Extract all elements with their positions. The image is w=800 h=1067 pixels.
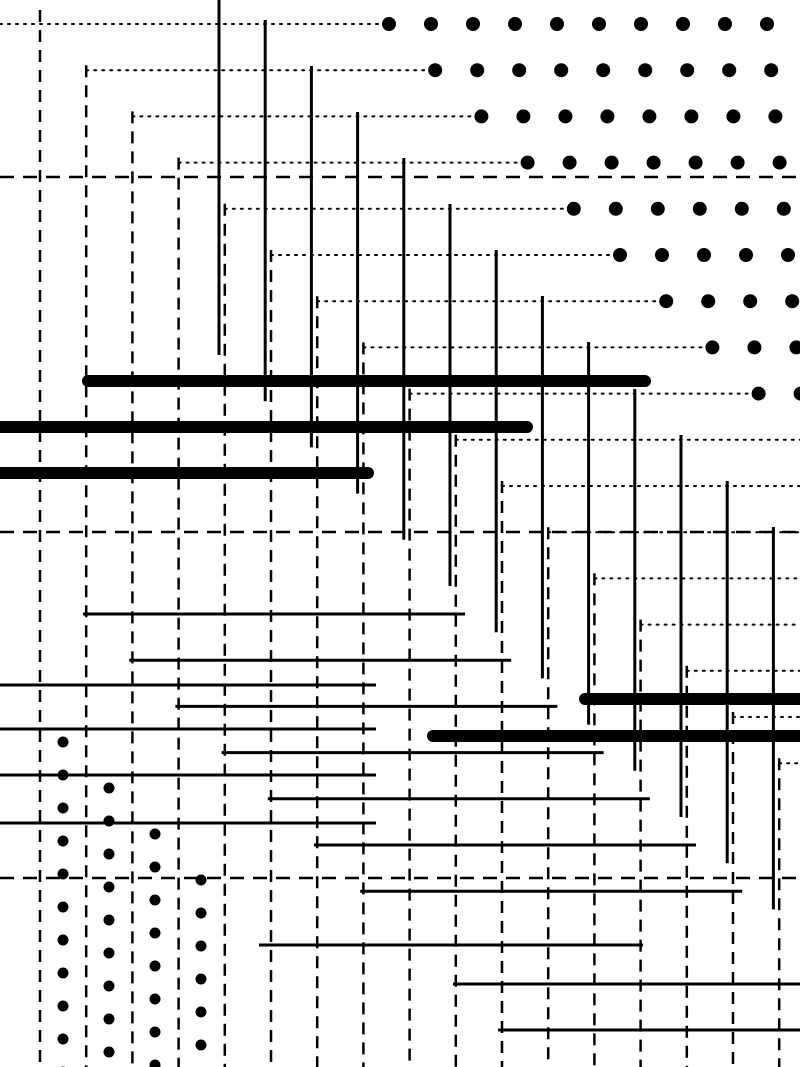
dot-row	[764, 63, 779, 78]
dot-row	[789, 340, 800, 355]
dot-row	[646, 155, 661, 170]
dot-row	[768, 109, 783, 124]
dot-column	[195, 973, 207, 985]
dot-row	[516, 109, 531, 124]
dot-row	[562, 155, 577, 170]
dot-row	[676, 17, 690, 31]
dot-row	[474, 109, 489, 124]
dot-row	[613, 248, 627, 262]
dot-row	[655, 248, 669, 262]
dot-column	[103, 782, 115, 794]
dot-row	[680, 63, 695, 78]
dot-column	[149, 828, 161, 840]
dot-row	[642, 109, 657, 124]
dot-row	[600, 109, 615, 124]
dot-row	[751, 386, 766, 401]
dot-column	[149, 861, 161, 873]
dot-row	[705, 340, 720, 355]
dot-row	[722, 63, 737, 78]
dot-column	[149, 1026, 161, 1038]
dot-row	[726, 109, 741, 124]
dot-row	[718, 17, 732, 31]
dot-column	[149, 1059, 161, 1067]
dot-row	[760, 17, 774, 31]
dot-column	[57, 802, 69, 814]
dot-row	[634, 17, 648, 31]
dot-column	[103, 914, 115, 926]
dot-column	[103, 947, 115, 959]
dot-row	[466, 17, 480, 31]
dot-row	[772, 155, 787, 170]
dot-row	[781, 248, 795, 262]
dot-column	[103, 815, 115, 827]
dot-column	[195, 1039, 207, 1051]
dot-row	[743, 294, 758, 309]
dot-column	[149, 894, 161, 906]
dot-row	[638, 63, 653, 78]
dot-row	[688, 155, 703, 170]
dot-row	[776, 201, 791, 216]
dot-row	[730, 155, 745, 170]
dot-column	[149, 993, 161, 1005]
dot-row	[382, 17, 396, 31]
dot-column	[149, 927, 161, 939]
dot-column	[103, 980, 115, 992]
dot-column	[103, 848, 115, 860]
dot-row	[734, 201, 749, 216]
dot-column	[149, 960, 161, 972]
dot-column	[103, 1013, 115, 1025]
dot-row	[684, 109, 699, 124]
dot-column	[57, 1000, 69, 1012]
dot-column	[195, 1006, 207, 1018]
dot-row	[785, 294, 800, 309]
dot-column	[57, 736, 69, 748]
dot-row	[747, 340, 762, 355]
dot-column	[195, 940, 207, 952]
dot-column	[57, 967, 69, 979]
dot-column	[103, 1046, 115, 1058]
dot-row	[701, 294, 716, 309]
dot-row	[550, 17, 564, 31]
dot-row	[739, 248, 753, 262]
dot-column	[195, 907, 207, 919]
dot-row	[793, 386, 800, 401]
dot-column	[57, 835, 69, 847]
dot-row	[512, 63, 527, 78]
dot-row	[520, 155, 535, 170]
dot-row	[554, 63, 569, 78]
dot-column	[57, 769, 69, 781]
dot-row	[650, 201, 665, 216]
dot-row	[608, 201, 623, 216]
dot-row	[428, 63, 443, 78]
dot-column	[57, 868, 69, 880]
dot-column	[57, 901, 69, 913]
dot-column	[57, 1033, 69, 1045]
dot-row	[508, 17, 522, 31]
dot-row	[659, 294, 674, 309]
dot-row	[566, 201, 581, 216]
dot-column	[195, 874, 207, 886]
dot-row	[424, 17, 438, 31]
dot-row	[596, 63, 611, 78]
dot-row	[470, 63, 485, 78]
dot-row	[592, 17, 606, 31]
dot-column	[57, 934, 69, 946]
dot-row	[604, 155, 619, 170]
dot-row	[558, 109, 573, 124]
dot-column	[103, 881, 115, 893]
dot-row	[697, 248, 711, 262]
dot-row	[692, 201, 707, 216]
